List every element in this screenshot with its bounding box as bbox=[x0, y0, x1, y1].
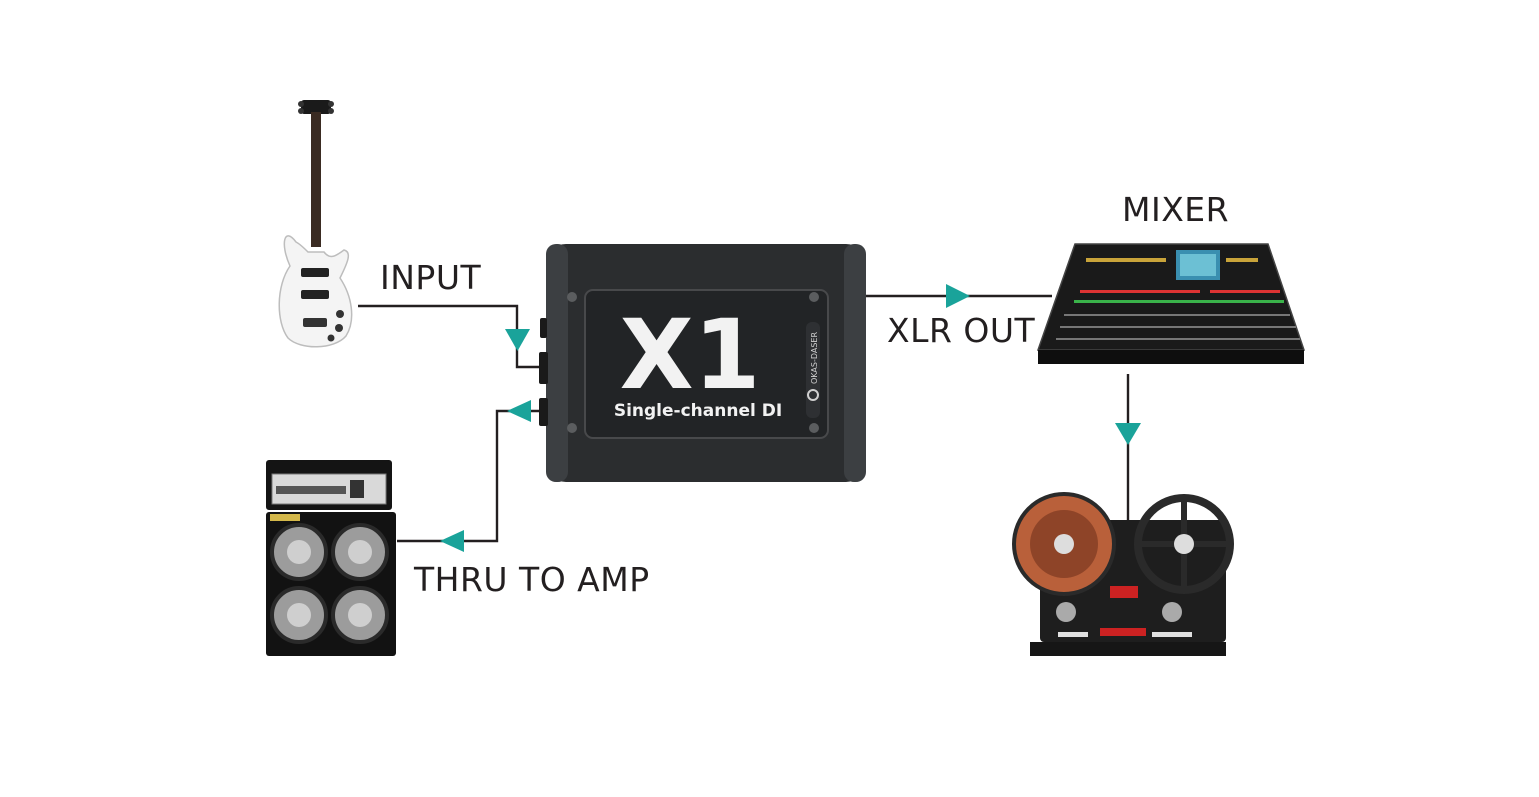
xlr-arrow-right bbox=[946, 284, 970, 308]
brand-logo-icon bbox=[807, 389, 819, 401]
mixer-label: MIXER bbox=[1122, 190, 1230, 229]
thru-to-amp-label: THRU TO AMP bbox=[414, 560, 650, 599]
bass-guitar-image bbox=[278, 100, 353, 348]
input-arrow-down bbox=[505, 329, 530, 351]
amp-stack-image bbox=[266, 460, 396, 656]
flow-arrows bbox=[440, 284, 1141, 552]
x1-model-label: X1 bbox=[620, 299, 761, 411]
x1-subtitle-label: Single-channel DI bbox=[614, 401, 782, 421]
tape-recorder-image bbox=[1012, 492, 1234, 656]
thru-cable bbox=[397, 409, 545, 543]
mixer-console-image bbox=[1036, 243, 1306, 364]
input-label: INPUT bbox=[380, 258, 482, 297]
thru-arrow-left bbox=[507, 400, 531, 422]
xlr-out-label: XLR OUT bbox=[887, 311, 1036, 350]
x1-di-box: X1 Single-channel DI OKAS-DASER bbox=[539, 244, 866, 482]
amp-arrow-left bbox=[440, 530, 464, 552]
recorder-arrow-down bbox=[1115, 423, 1141, 445]
brand-label: OKAS-DASER bbox=[810, 332, 819, 384]
